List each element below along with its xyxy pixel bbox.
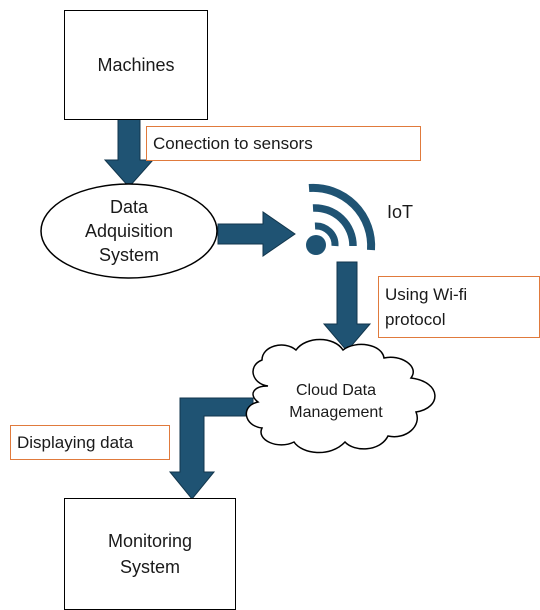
wifi-arc-outer	[308, 183, 376, 251]
daq-ellipse	[40, 183, 218, 279]
callout-wifi-protocol: Using Wi-fi protocol	[378, 276, 540, 338]
wifi-arc-inner	[314, 222, 339, 247]
arrow-cloud-to-monitoring	[168, 397, 254, 500]
cloud-shape	[245, 338, 436, 454]
arrow-daq-to-iot	[217, 211, 296, 257]
callout-connection-to-sensors-text: Conection to sensors	[153, 133, 313, 153]
callout-wifi-protocol-text: Using Wi-fi protocol	[385, 285, 468, 329]
wifi-icon	[306, 183, 376, 255]
callout-displaying-data-text: Displaying data	[17, 432, 134, 452]
arrow-machines-to-daq	[103, 117, 155, 188]
callout-displaying-data: Displaying data	[10, 425, 170, 460]
callout-connection-to-sensors: Conection to sensors	[146, 126, 421, 161]
wifi-dot	[306, 235, 326, 255]
monitoring-system-box: Monitoring System	[64, 498, 236, 610]
iot-label: IoT	[386, 202, 413, 222]
machines-box: Machines	[64, 10, 208, 120]
monitoring-system-label: Monitoring System	[107, 531, 193, 577]
machines-label: Machines	[97, 54, 175, 75]
arrow-iot-to-cloud	[322, 261, 372, 352]
daq-label: Data Adquisition System	[84, 197, 174, 265]
cloud-label: Cloud Data Management	[289, 382, 383, 421]
wifi-arc-middle	[312, 204, 357, 247]
